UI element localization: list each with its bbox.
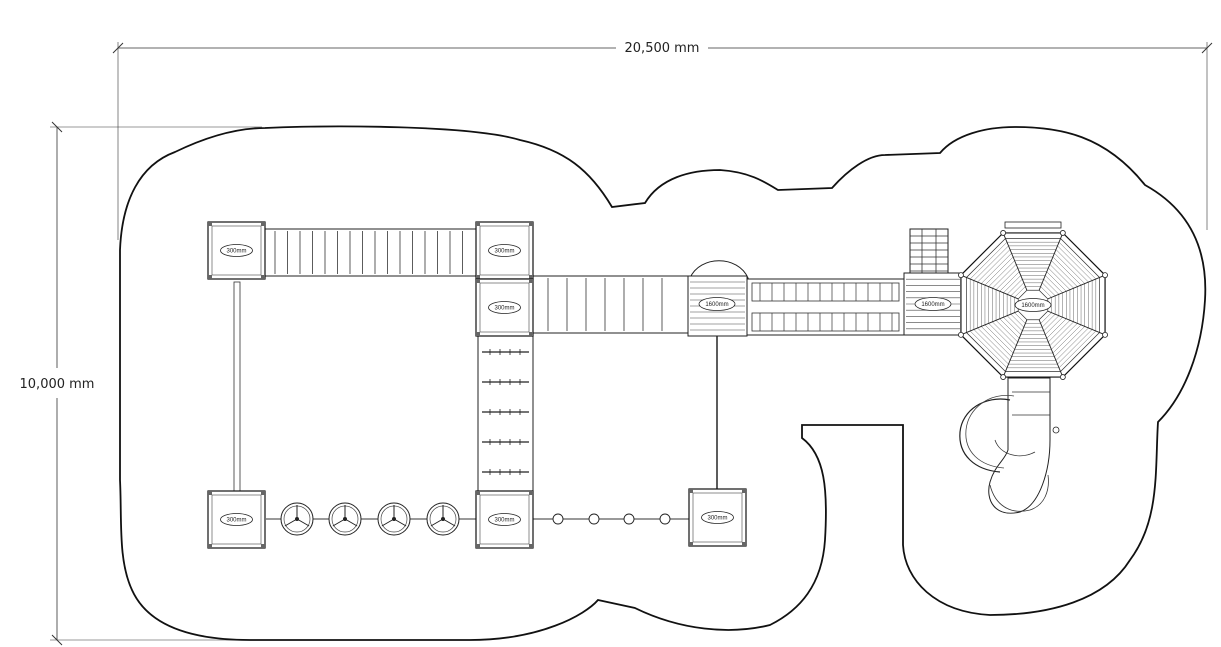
large-deck-label: 1600mm xyxy=(705,302,728,308)
small-deck-3: 300mm xyxy=(475,278,534,337)
stepping-row xyxy=(552,513,671,525)
height-dimension-label: 10,000 mm xyxy=(20,377,95,392)
small-deck-label: 300mm xyxy=(494,249,514,255)
small-deck-label: 300mm xyxy=(494,518,514,524)
large-deck-label: 1600mm xyxy=(1021,303,1044,309)
safety-zone-outline xyxy=(119,125,1207,641)
top-bridge xyxy=(264,228,478,277)
width-dimension: 20,500 mm xyxy=(112,41,1213,240)
vertical-climber xyxy=(477,332,534,492)
small-deck-2: 300mm xyxy=(475,221,534,280)
width-dimension-label: 20,500 mm xyxy=(625,41,700,56)
tube-bridge xyxy=(746,278,905,336)
wheel-row xyxy=(266,502,478,536)
height-dimension: 10,000 mm xyxy=(20,121,262,646)
small-deck-6: 300mm xyxy=(688,488,747,547)
large-deck-label-bg xyxy=(698,297,736,311)
small-deck-4: 300mm xyxy=(207,490,266,549)
small-deck-1: 300mm xyxy=(207,221,266,280)
middle-bridge xyxy=(532,275,690,334)
small-deck-label: 300mm xyxy=(494,306,514,312)
small-deck-label: 300mm xyxy=(707,516,727,522)
large-deck-label-bg xyxy=(1014,298,1052,312)
small-deck-label: 300mm xyxy=(226,249,246,255)
small-deck-label: 300mm xyxy=(226,518,246,524)
large-deck-label: 1600mm xyxy=(921,302,944,308)
deck-arch xyxy=(689,260,749,279)
top-ladder xyxy=(909,228,949,276)
spiral-slide xyxy=(959,377,1060,514)
small-deck-5: 300mm xyxy=(475,490,534,549)
large-deck-label-bg xyxy=(914,297,952,311)
